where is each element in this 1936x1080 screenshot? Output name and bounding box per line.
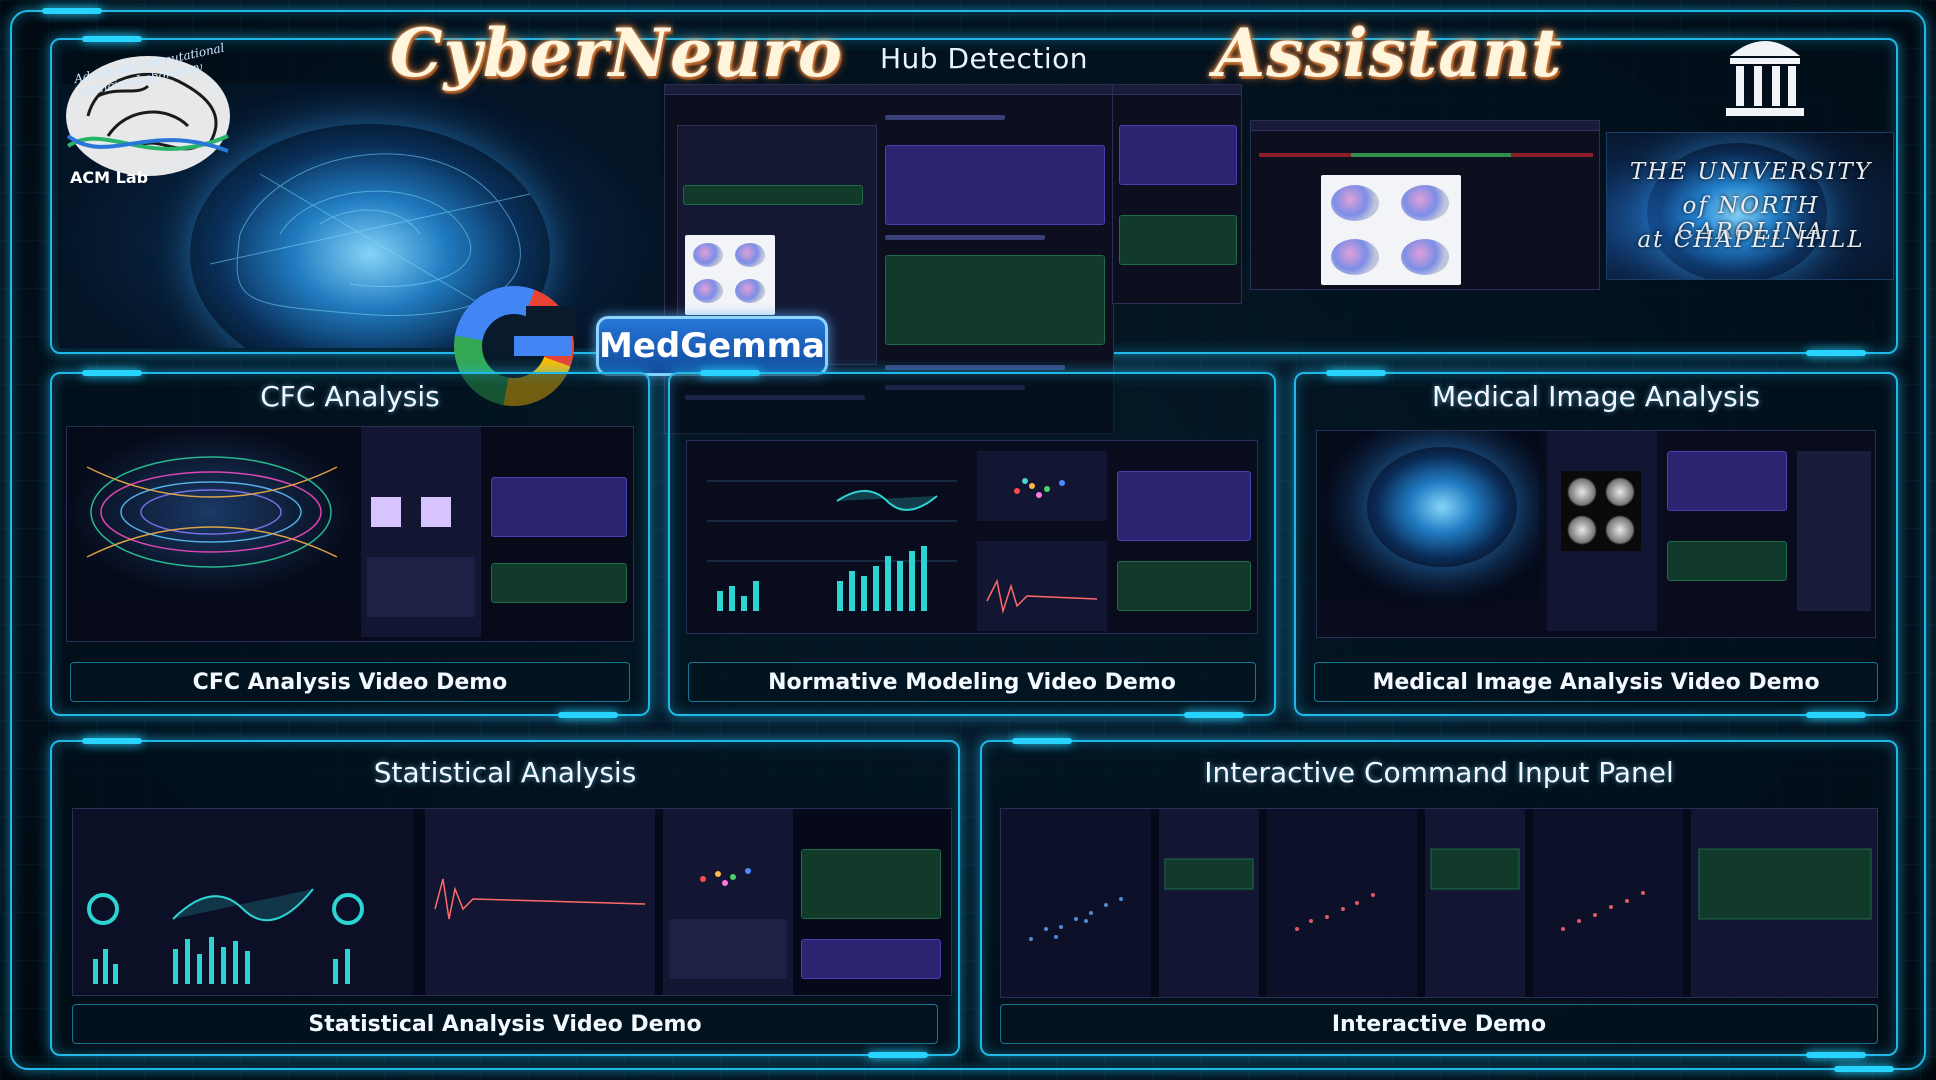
statistical-caption-bar [72,1004,938,1044]
interactive-demo-caption[interactable]: Interactive Demo [1331,1012,1547,1037]
title-hub-detection: Hub Detection [880,42,1088,75]
outer-frame [10,8,1926,1072]
unc-line-3: at CHAPEL HILL [1637,227,1865,253]
normative-caption-bar [688,662,1256,702]
interactive-command-title: Interactive Command Input Panel [1204,756,1674,789]
medical-caption-bar [1314,662,1878,702]
title-assistant: Assistant [1214,14,1563,92]
cfc-demo-caption[interactable]: CFC Analysis Video Demo [192,670,508,695]
medical-demo-thumbnail [1316,430,1876,638]
cfc-analysis-title: CFC Analysis [260,380,440,413]
interactive-caption-bar [1000,1004,1878,1044]
unc-banner: THE UNIVERSITY of NORTH CAROLINA at CHAP… [1606,132,1894,280]
medgemma-badge: MedGemma [596,316,828,376]
unc-line-1: THE UNIVERSITY [1629,159,1873,185]
statistical-demo-thumbnail [72,808,952,996]
statistical-analysis-title: Statistical Analysis [373,756,637,789]
normative-demo-thumbnail [686,440,1258,634]
title-cyberneuro: CyberNeuro [390,14,843,92]
brain-surface-maps-screenshot [1250,120,1600,290]
cfc-demo-thumbnail [66,426,634,642]
statistical-demo-caption[interactable]: Statistical Analysis Video Demo [308,1012,702,1037]
interactive-demo-thumbnail [1000,808,1878,998]
acm-lab-name: ACM Lab [70,168,149,187]
medical-demo-caption[interactable]: Medical Image Analysis Video Demo [1372,670,1820,695]
medical-image-title: Medical Image Analysis [1431,380,1761,413]
hub-detection-side-screenshot [1112,84,1242,304]
acm-lab-logo: Advanced Computational Medicine Laborato… [38,26,248,196]
normative-demo-caption[interactable]: Normative Modeling Video Demo [768,670,1176,695]
unc-line-2: of NORTH CAROLINA [1677,193,1825,245]
cfc-caption-bar [70,662,630,702]
unc-old-well-icon [1726,41,1804,116]
